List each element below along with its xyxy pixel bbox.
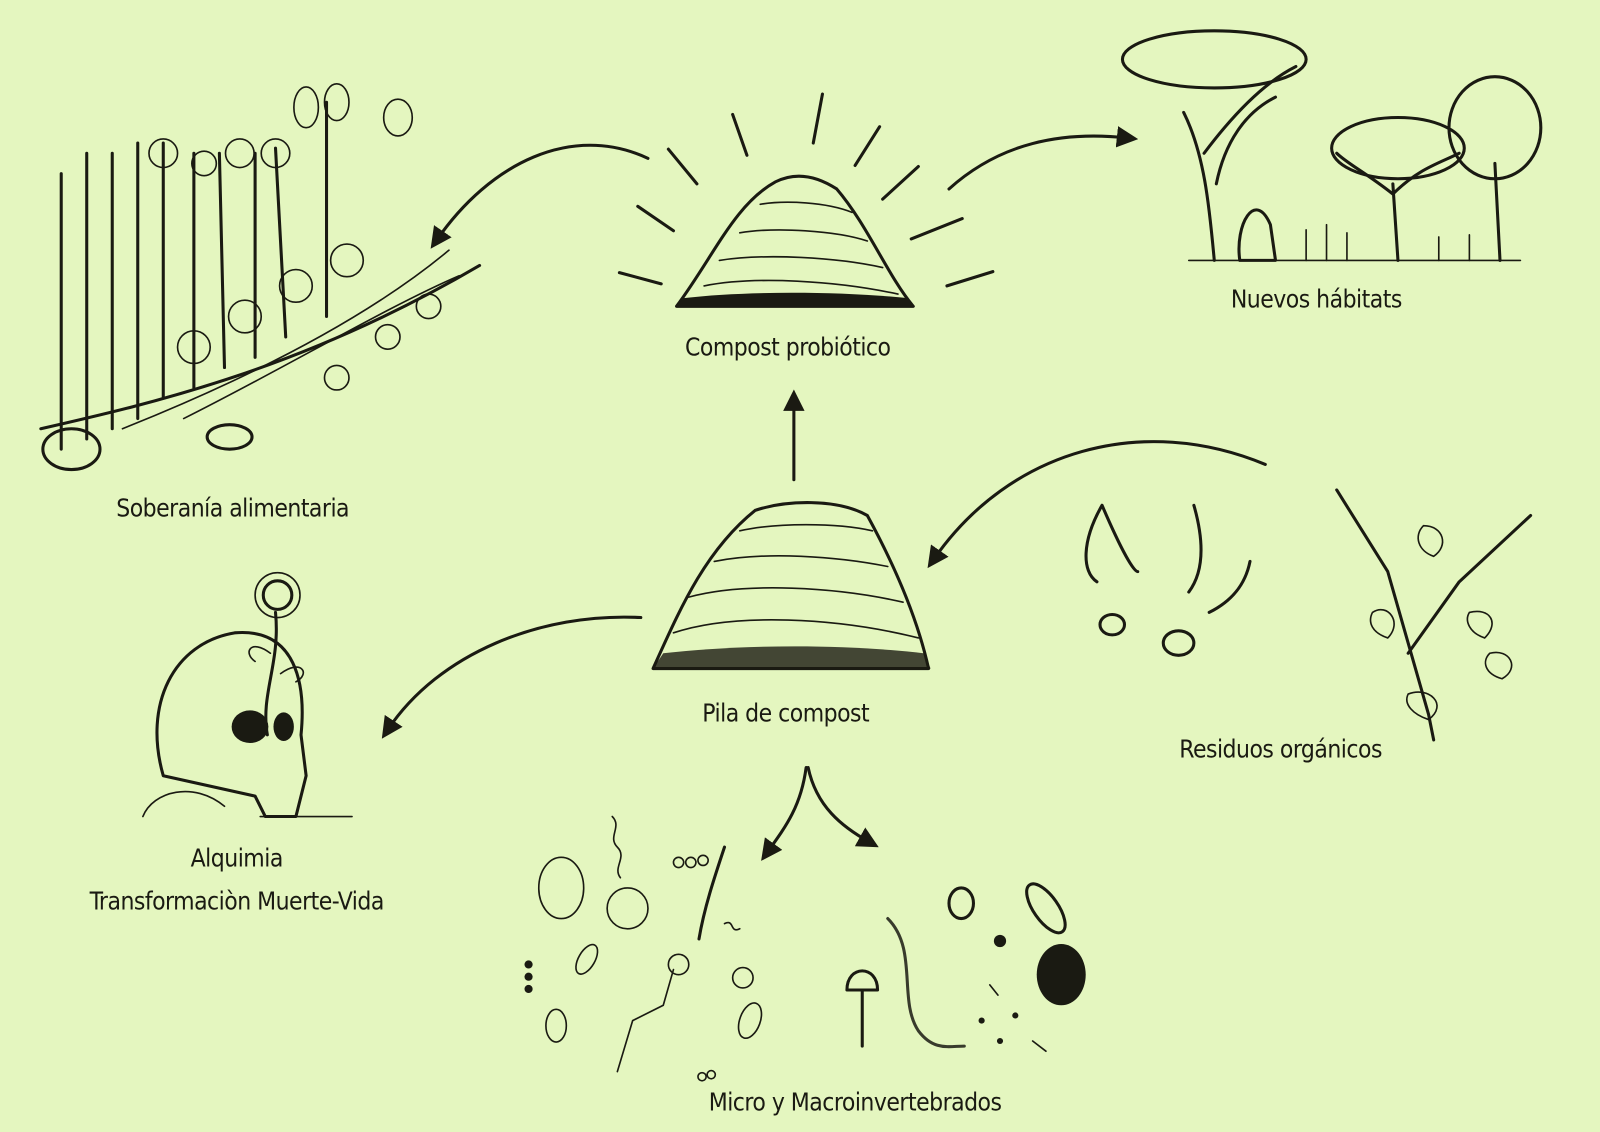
arrows: [381, 126, 1267, 861]
macroinvertebrates-illustration: [845, 882, 1086, 1053]
arrow-pila-to-micro: [761, 766, 808, 861]
label-transformacion-muerte-vida: Transformaciòn Muerte-Vida: [89, 886, 384, 915]
residuos-organicos-illustration: [1084, 488, 1533, 742]
label-alquimia: Alquimia: [191, 844, 283, 873]
label-pila-de-compost: Pila de compost: [702, 699, 870, 728]
alquimia-skull-illustration: [142, 571, 353, 819]
compost-probiotico-illustration: [617, 92, 995, 308]
arrow-to-soberania: [430, 143, 650, 249]
arrow-pila-to-macro: [806, 766, 879, 848]
label-residuos-organicos: Residuos orgánicos: [1179, 734, 1382, 763]
label-nuevos-habitats: Nuevos hábitats: [1231, 284, 1402, 313]
label-soberania-alimentaria: Soberanía alimentaria: [116, 494, 349, 523]
arrow-pila-to-alquimia: [381, 615, 643, 739]
soberania-alimentaria-illustration: [39, 83, 482, 472]
label-micro-macroinvertebrados: Micro y Macroinvertebrados: [709, 1087, 1002, 1116]
pila-de-compost-illustration: [651, 501, 931, 671]
radiating-rays: [617, 92, 995, 288]
nuevos-habitats-illustration: [1120, 29, 1543, 262]
arrow-to-habitats: [947, 126, 1139, 191]
arrow-residuos-to-pila: [927, 440, 1267, 569]
label-compost-probiotico: Compost probiótico: [685, 332, 891, 361]
microorganisms-illustration: [524, 815, 763, 1082]
